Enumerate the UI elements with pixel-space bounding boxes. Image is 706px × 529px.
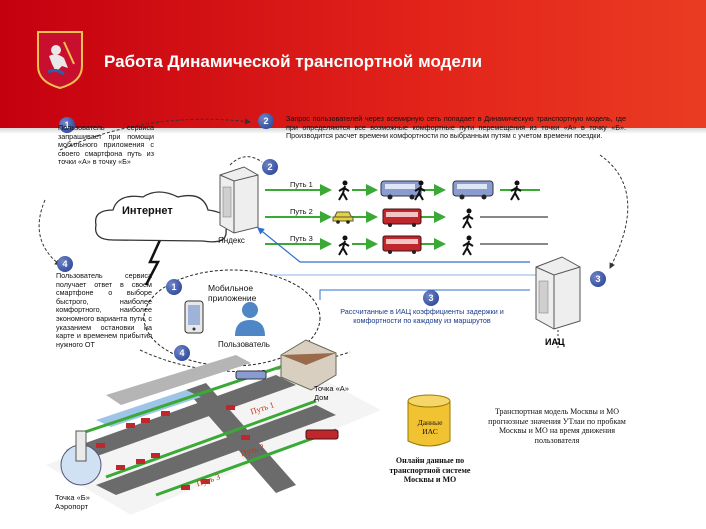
step-badge-1b: 1 (166, 279, 182, 295)
internet-label: Интернет (122, 205, 173, 217)
bus-icon (452, 180, 494, 200)
step-badge-3: 3 (590, 271, 606, 287)
yandex-label: Яндекс (218, 236, 245, 245)
iac-server-icon (535, 256, 581, 330)
walking-person-icon (414, 180, 426, 201)
step1-description: Пользователь сервиса запрашивает при пом… (58, 123, 154, 167)
moscow-coat-of-arms-icon (37, 31, 83, 90)
point-b-label: Точка «Б» Аэропорт (55, 493, 90, 511)
tram-icon (382, 235, 422, 254)
point-a-label: Точка «А» Дом (314, 384, 349, 402)
walking-person-icon (510, 180, 522, 201)
path-1-label: Путь 1 (290, 180, 313, 189)
step-badge-4b: 4 (174, 345, 190, 361)
step4-description: Пользователь сервиса получает ответ в св… (56, 271, 152, 349)
walking-person-icon (462, 208, 474, 229)
path-2-label: Путь 2 (290, 207, 313, 216)
data-iac-label: Данные ИАС (417, 418, 443, 436)
mobile-app-label: Мобильное приложение (208, 283, 257, 303)
step-badge-4: 4 (57, 256, 73, 272)
step2-description: Запрос пользователей через всемирную сет… (286, 114, 626, 141)
header-divider (0, 128, 706, 134)
path-3-label: Путь 3 (290, 234, 313, 243)
coefficients-description: Рассчитанные в ИАЦ коэффициенты задержки… (340, 307, 504, 325)
taxi-car-icon (332, 211, 354, 224)
yandex-server-icon (219, 166, 259, 234)
internet-cloud-icon (94, 191, 229, 243)
walking-person-icon (338, 180, 350, 201)
smartphone-icon (184, 300, 204, 334)
tram-icon (382, 208, 422, 227)
user-label: Пользователь (218, 340, 270, 349)
user-avatar-icon (235, 302, 265, 336)
step-badge-2b: 2 (262, 159, 278, 175)
online-data-label: Онлайн данные по транспортной системе Мо… (389, 456, 471, 484)
step-badge-1: 1 (59, 117, 75, 133)
walking-person-icon (338, 235, 350, 256)
page-title: Работа Динамической транспортной модели (104, 52, 483, 71)
step-badge-2: 2 (258, 113, 274, 129)
transport-model-label: Транспортная модель Москвы и МО прогнозн… (488, 407, 626, 445)
walking-person-icon (462, 235, 474, 256)
database-icon (407, 394, 451, 447)
iac-label: ИАЦ (545, 337, 565, 347)
header-bar (0, 0, 706, 132)
city-map-illustration (46, 339, 381, 515)
step-badge-3b: 3 (423, 290, 439, 306)
